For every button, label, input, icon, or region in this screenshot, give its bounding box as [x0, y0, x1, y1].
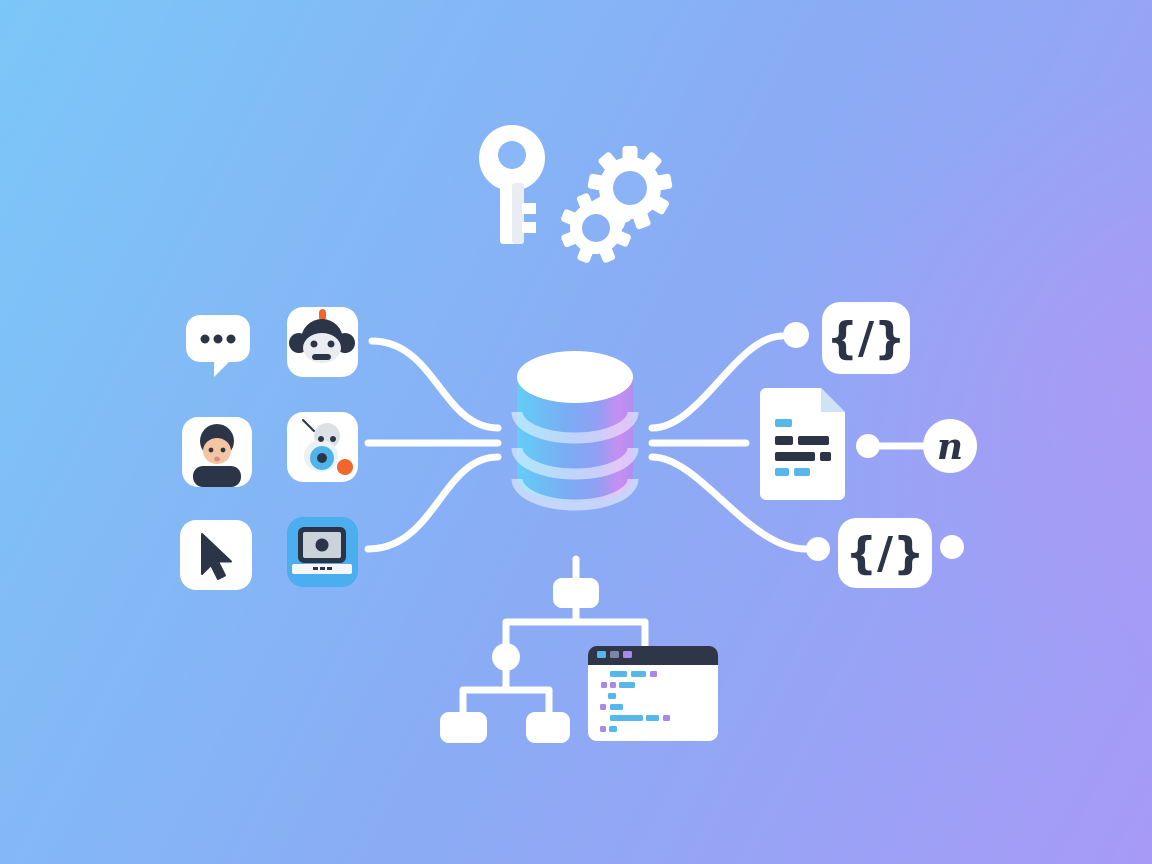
- laptop-icon: [287, 517, 358, 587]
- toy-robot-icon: [287, 412, 358, 482]
- tree-node-circle: [492, 643, 520, 671]
- tree-node-root: [553, 578, 599, 608]
- editor-titlebar: [588, 646, 718, 665]
- n-badge-label: n: [937, 426, 963, 468]
- n-badge: n: [923, 419, 977, 473]
- user-avatar-icon: [182, 417, 252, 487]
- chat-bubble-icon: [186, 315, 250, 377]
- code-tile-top-label: {/}: [827, 313, 906, 364]
- editor-code-lines: [600, 671, 670, 732]
- editor-dot-blue: [597, 651, 606, 658]
- tree-node-leaf: [526, 712, 570, 743]
- code-editor-window-icon: [588, 646, 718, 741]
- database-band: [511, 478, 639, 511]
- database-top: [517, 351, 633, 403]
- flowchart-tree-icon: [440, 555, 649, 743]
- database-icon: [511, 351, 639, 511]
- code-tile-top: {/}: [822, 302, 910, 374]
- toy-robot-antenna: [302, 419, 315, 432]
- code-tile-bottom-label: {/}: [846, 528, 925, 579]
- gears-icon: [561, 146, 673, 263]
- editor-dot-gray: [610, 651, 619, 658]
- connector-dot: [940, 535, 964, 559]
- key-icon: [479, 125, 545, 244]
- robot-antenna: [319, 309, 326, 321]
- key-hole: [498, 141, 526, 169]
- tree-node-leaf: [440, 712, 487, 743]
- connector-dot: [856, 434, 880, 458]
- code-tile-bottom: {/}: [838, 518, 932, 588]
- document-icon: [760, 388, 845, 500]
- cursor-icon: [180, 520, 252, 590]
- key-shaft-shade: [512, 183, 524, 244]
- connector-dot: [806, 537, 830, 561]
- input-connectors: [364, 337, 502, 553]
- database-band: [511, 447, 639, 480]
- document-fold: [821, 388, 845, 412]
- key-tooth: [522, 203, 536, 214]
- gear-small: [561, 193, 631, 263]
- connector-dot: [783, 322, 809, 348]
- key-tooth: [522, 222, 536, 233]
- robot-head-icon: [287, 307, 358, 377]
- output-connectors: [648, 322, 964, 561]
- editor-dot-purple: [623, 651, 632, 658]
- database-band: [511, 411, 639, 444]
